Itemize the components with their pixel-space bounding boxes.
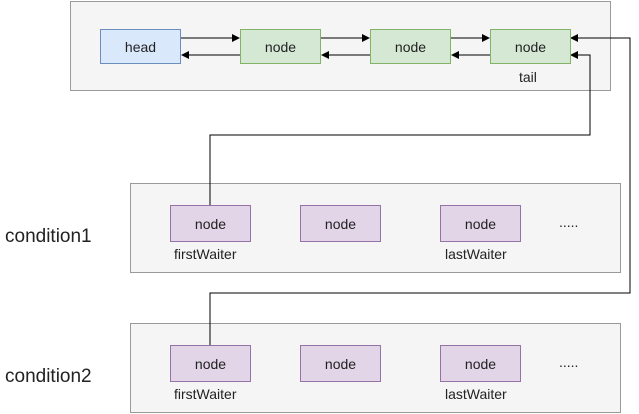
sync-node-3: node	[490, 29, 571, 64]
condition1-ellipsis: .....	[559, 214, 579, 230]
condition2-label: condition2	[5, 366, 92, 387]
sync-node-2: node	[370, 29, 451, 64]
condition1-transfer-connector	[209, 51, 591, 205]
condition2-last-waiter-label: lastWaiter	[445, 386, 507, 402]
condition2-ellipsis: .....	[559, 354, 579, 370]
condition2-node-2: node	[300, 345, 381, 382]
condition2-transfer-connector	[209, 34, 631, 345]
sync-node-1: node	[240, 29, 321, 64]
condition1-node-3: node	[440, 205, 521, 242]
condition2-first-waiter-label: firstWaiter	[174, 386, 237, 402]
condition1-node-2: node	[300, 205, 381, 242]
tail-label: tail	[519, 69, 537, 85]
head-node: head	[100, 29, 181, 64]
condition1-last-waiter-label: lastWaiter	[445, 246, 507, 262]
condition1-first-waiter-label: firstWaiter	[174, 246, 237, 262]
condition2-node-3: node	[440, 345, 521, 382]
condition1-label: condition1	[5, 226, 92, 247]
condition2-node-1: node	[170, 345, 251, 382]
condition1-node-1: node	[170, 205, 251, 242]
